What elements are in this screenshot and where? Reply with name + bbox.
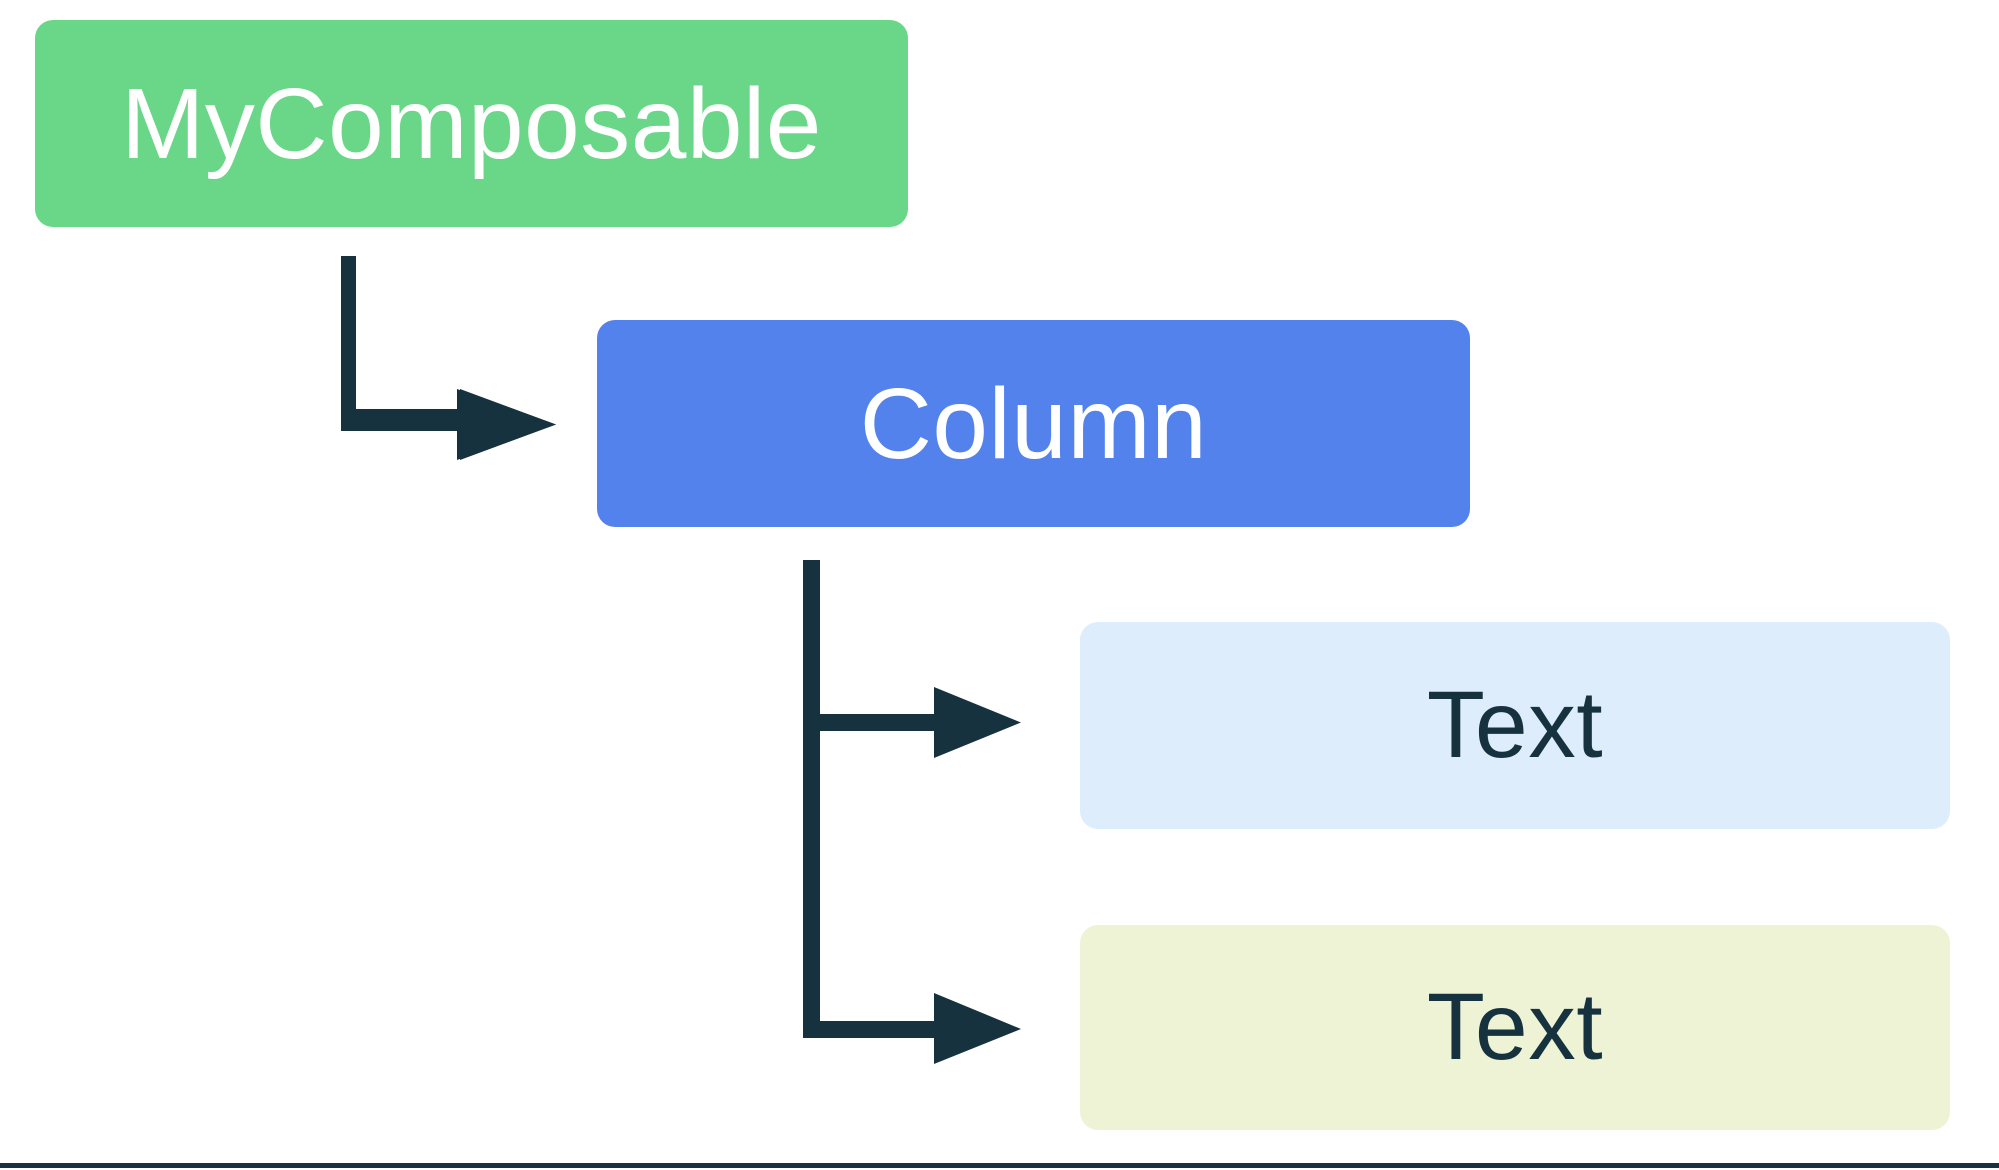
node-mycomposable-label: MyComposable [121,67,822,180]
node-mycomposable[interactable]: MyComposable [35,20,908,227]
node-column[interactable]: Column [597,320,1470,527]
node-column-label: Column [859,367,1208,480]
node-text-1-label: Text [1426,672,1604,778]
node-text-2[interactable]: Text [1080,925,1950,1130]
footer-divider [0,1163,1999,1168]
edge-column-to-text-1 [803,687,1021,758]
node-text-1[interactable]: Text [1080,622,1950,829]
node-text-2-label: Text [1426,974,1604,1080]
edge-root-to-column [341,256,556,460]
edge-column-to-text-2 [803,993,1021,1064]
edge-column-trunk [803,560,820,1038]
